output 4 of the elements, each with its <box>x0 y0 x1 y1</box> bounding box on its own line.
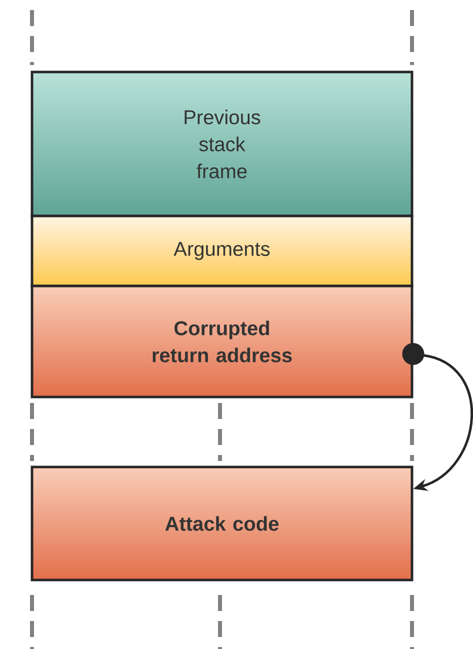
stack-box: Attack code <box>30 466 414 582</box>
arrow <box>402 343 473 491</box>
stack-box: Arguments <box>30 214 414 288</box>
stack-box: Corrupted return address <box>30 284 414 398</box>
